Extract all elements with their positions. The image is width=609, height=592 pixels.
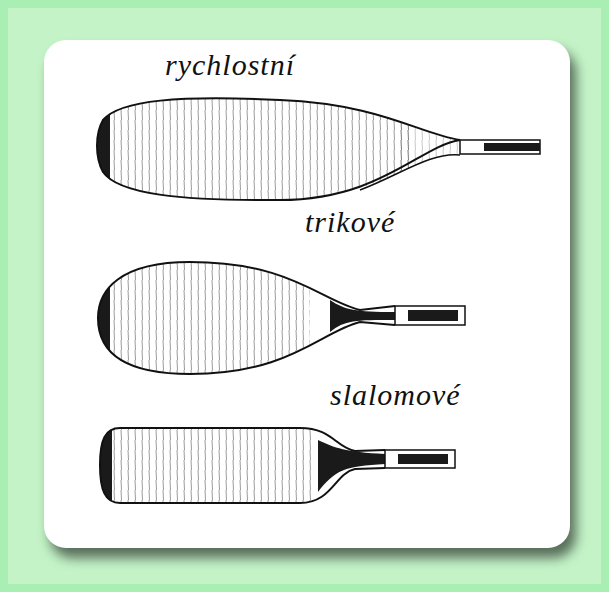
blade-label: rychlostní [165,48,295,81]
blade-label: slalomové [330,378,461,411]
blade-label: trikové [305,205,395,238]
slalom-blade [95,420,455,510]
trick-blade [93,255,465,380]
speed-blade [94,90,540,210]
